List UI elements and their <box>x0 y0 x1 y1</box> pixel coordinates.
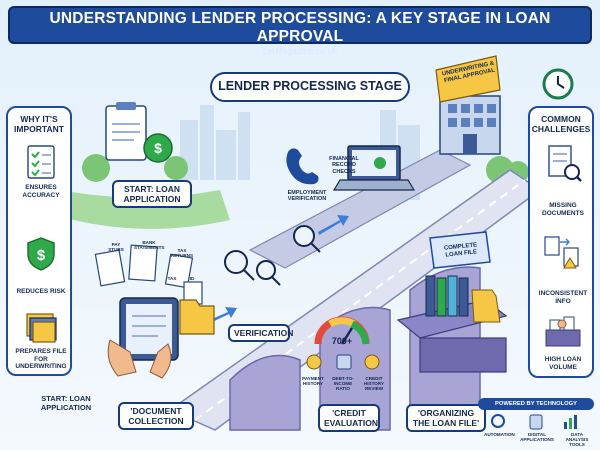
doc-tax: TAX <box>167 276 177 281</box>
laptop-icon <box>332 145 416 191</box>
svg-text:$: $ <box>154 140 162 156</box>
svg-text:$: $ <box>37 247 46 264</box>
left-item-0-label: ENSURES ACCURACY <box>22 184 60 199</box>
right-item-0-label: MISSING DOCUMENTS <box>542 202 584 217</box>
label-verification: VERIFICATION <box>228 324 293 342</box>
loan-volume-icon <box>545 316 581 347</box>
credit-gauge-icon <box>314 316 370 345</box>
folders-icon <box>26 313 57 343</box>
left-item-2-label: PREPARES FILE FOR UNDERWRITING <box>15 348 67 370</box>
underwriting-sign <box>435 55 501 103</box>
magnifier-icons <box>224 225 321 286</box>
tech-item-1: DIGITAL APPLICATIONS <box>520 432 554 443</box>
doc-pay-stubs: PAY STUBS <box>108 242 124 253</box>
road-lines <box>194 179 526 421</box>
checklist-icon <box>27 145 55 179</box>
technology-icons <box>491 414 577 430</box>
doc-tax-returns: TAX RETURNS <box>170 248 194 259</box>
tech-item-2: DATA ANALYSIS TOOLS <box>565 432 589 448</box>
clock-icon <box>542 68 574 100</box>
label-start-bottom: START: LOAN APPLICATION <box>40 394 92 412</box>
credit-icons <box>306 354 380 370</box>
tech-item-0: AUTOMATION <box>484 432 515 437</box>
doc-bank-statements: BANK STATEMENTS <box>134 240 165 251</box>
tablet-icon <box>107 297 179 379</box>
right-item-2-label: HIGH LOAN VOLUME <box>544 356 582 371</box>
label-credit-evaluation: 'CREDIT EVALUATION <box>318 404 380 432</box>
loan-file-sign <box>429 231 491 269</box>
clipboard-icon: $ <box>105 102 173 163</box>
document-stack <box>94 244 203 305</box>
loan-file-desk <box>396 275 508 373</box>
label-document-collection: 'DOCUMENT COLLECTION <box>118 402 194 430</box>
left-item-1-label: REDUCES RISK <box>16 288 66 295</box>
label-organizing-loan-file: 'ORGANIZING THE LOAN FILE' <box>406 404 486 432</box>
right-panel-title: COMMON CHALLENGES <box>531 114 591 134</box>
missing-document-icon <box>548 145 582 182</box>
inconsistent-info-icon <box>544 236 579 269</box>
shield-dollar-icon: $ <box>27 237 55 271</box>
phone-icon <box>286 148 319 185</box>
folder-icon <box>179 299 215 335</box>
label-dti: DEBT-TO-INCOME RATIO <box>332 376 354 392</box>
page-title: UNDERSTANDING LENDER PROCESSING: A KEY S… <box>49 10 551 45</box>
credit-score: 700+ <box>331 336 353 346</box>
doc-id: ID <box>189 276 195 281</box>
source-credit: LetMagazine.co.uk <box>262 47 338 56</box>
right-panel-challenges: COMMON CHALLENGES MISSING DOCUMENTS INCO… <box>528 106 594 378</box>
left-panel-why-important: WHY IT'S IMPORTANT ENSURES ACCURACY $ RE… <box>6 106 72 376</box>
stage-title: LENDER PROCESSING STAGE <box>210 72 410 102</box>
label-employment-verification: EMPLOYMENT VERIFICATION <box>287 190 327 203</box>
label-financial-checks: FINANCIAL RECORD CHECKS <box>329 156 359 175</box>
label-start-loan-application: START: LOAN APPLICATION <box>112 180 192 208</box>
label-credit-history: CREDIT HISTORY REVIEW <box>363 376 385 392</box>
right-item-1-label: INCONSISTENT INFO <box>538 290 588 305</box>
label-payment-history: PAYMENT HISTORY <box>302 376 324 387</box>
header-banner: UNDERSTANDING LENDER PROCESSING: A KEY S… <box>8 6 592 56</box>
bank-building <box>439 95 501 155</box>
technology-title: POWERED BY TECHNOLOGY <box>478 398 594 410</box>
left-panel-title: WHY IT'S IMPORTANT <box>14 114 64 134</box>
